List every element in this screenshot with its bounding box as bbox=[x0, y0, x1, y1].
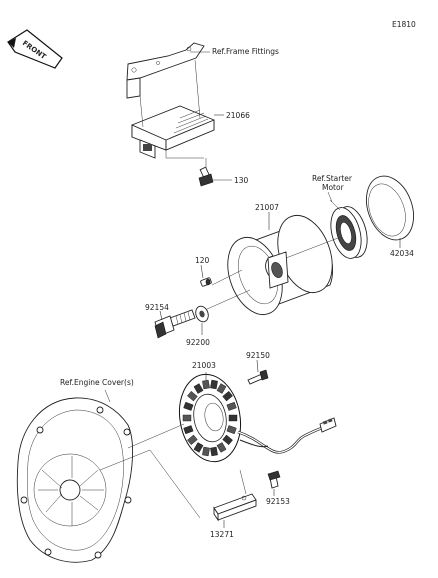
stator-tooth bbox=[216, 383, 227, 394]
bolt-92153 bbox=[267, 470, 281, 489]
label-ref-engine-cover: Ref.Engine Cover(s) bbox=[60, 378, 134, 387]
bolt-92154 bbox=[154, 309, 196, 339]
stator-tooth bbox=[183, 425, 194, 435]
label-ref-starter-1: Ref.Starter bbox=[312, 174, 353, 183]
stator-tooth bbox=[226, 401, 237, 411]
front-arrow-icon: FRONT bbox=[7, 29, 63, 69]
label-21066: 21066 bbox=[226, 111, 250, 120]
stator-tooth bbox=[202, 446, 210, 457]
label-21003: 21003 bbox=[192, 361, 216, 370]
flywheel-rotor bbox=[227, 215, 333, 315]
stator-tooth bbox=[222, 390, 233, 402]
label-92154: 92154 bbox=[145, 303, 169, 312]
bolt-130 bbox=[198, 166, 214, 187]
label-ref-starter-2: Motor bbox=[322, 183, 345, 192]
clamp-13271 bbox=[213, 493, 257, 522]
stator-tooth bbox=[193, 383, 204, 394]
label-21007: 21007 bbox=[255, 203, 279, 212]
label-92153: 92153 bbox=[266, 497, 290, 506]
washer-92200 bbox=[195, 305, 209, 323]
engine-cover bbox=[16, 397, 134, 563]
stator-tooth bbox=[193, 442, 204, 453]
stator-tooth bbox=[183, 401, 194, 411]
stator-tooth bbox=[202, 379, 210, 390]
stator-coil bbox=[178, 373, 242, 463]
wire-harness bbox=[237, 417, 337, 454]
label-92200: 92200 bbox=[186, 338, 210, 347]
label-92150: 92150 bbox=[246, 351, 270, 360]
bolt-92150 bbox=[247, 369, 269, 385]
frame-bracket bbox=[126, 42, 205, 99]
stator-coils bbox=[182, 379, 238, 457]
diagram-code: E1810 bbox=[392, 20, 416, 29]
label-ref-frame-fittings: Ref.Frame Fittings bbox=[212, 47, 279, 56]
stator-tooth bbox=[228, 414, 238, 422]
stator-tooth bbox=[216, 442, 227, 453]
stator-tooth bbox=[222, 434, 233, 446]
label-42034: 42034 bbox=[390, 249, 414, 258]
stator-tooth bbox=[187, 390, 198, 402]
stator-tooth bbox=[210, 379, 218, 390]
stator-tooth bbox=[182, 414, 192, 422]
stator-tooth bbox=[210, 446, 218, 457]
starter-clutch-gear bbox=[330, 206, 368, 259]
label-130: 130 bbox=[234, 176, 249, 185]
label-13271: 13271 bbox=[210, 530, 234, 539]
bolt-120 bbox=[200, 277, 212, 287]
label-120: 120 bbox=[195, 256, 210, 265]
stator-tooth bbox=[187, 434, 198, 446]
regulator-rectifier bbox=[131, 105, 215, 159]
ring-cover bbox=[365, 175, 415, 241]
stator-tooth bbox=[226, 425, 237, 435]
